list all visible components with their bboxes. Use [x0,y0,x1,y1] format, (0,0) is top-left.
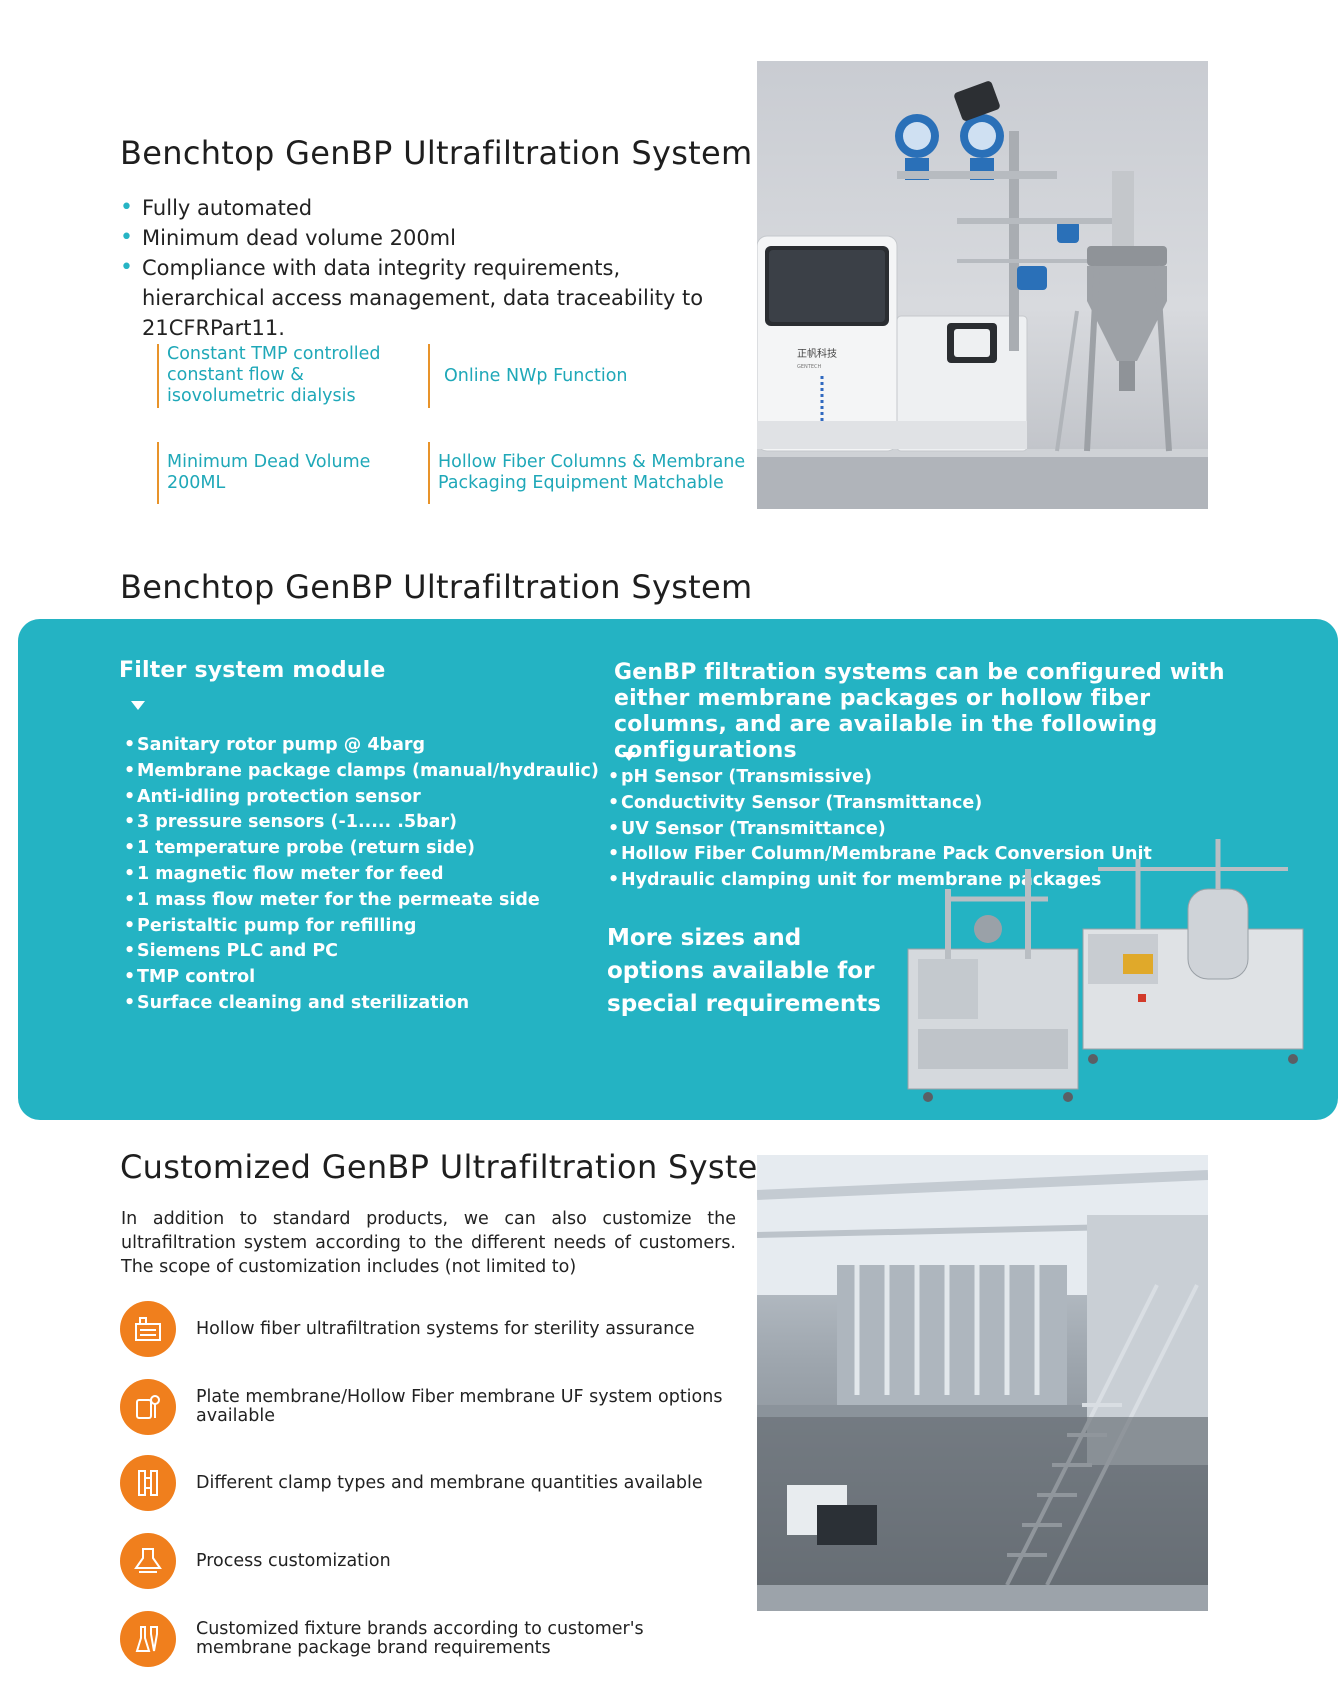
custom-item-text: Plate membrane/Hollow Fiber membrane UF … [196,1387,723,1426]
brand-sub-label: GENTECH [797,364,821,370]
down-arrow-icon [622,752,636,761]
bullet-item: Fully automated [120,193,740,223]
equipment-icon [120,1301,176,1357]
custom-item: Different clamp types and membrane quant… [120,1453,740,1513]
list-item: Hollow Fiber Column/Membrane Pack Conver… [608,842,1152,868]
facility-photo [757,1155,1208,1611]
process-icon [120,1533,176,1589]
list-item: Surface cleaning and sterilization [124,991,599,1017]
brand-label: 正帆科技 [797,347,837,360]
membrane-options-icon [120,1379,176,1435]
down-arrow-icon [131,701,145,710]
feature-hollow-fiber-matchable: Hollow Fiber Columns & Membrane Packagin… [428,442,758,504]
list-item: TMP control [124,965,599,991]
list-item: Peristaltic pump for refilling [124,914,599,940]
bullet-item: Minimum dead volume 200ml [120,223,740,253]
list-item: 1 mass flow meter for the permeate side [124,888,599,914]
list-item: Siemens PLC and PC [124,939,599,965]
filter-module-heading: Filter system module [119,658,386,683]
list-item: Hydraulic clamping unit for membrane pac… [608,868,1152,894]
configurations-heading: GenBP filtration systems can be configur… [614,660,1225,763]
custom-item-text: Customized fixture brands according to c… [196,1619,644,1658]
section2-title: Benchtop GenBP Ultrafiltration System [120,568,753,606]
benchtop-system-photo: 正帆科技 GENTECH [757,61,1208,509]
custom-item-text: Process customization [196,1550,391,1571]
custom-item-text: Hollow fiber ultrafiltration systems for… [196,1318,695,1339]
feature-min-dead-volume: Minimum Dead Volume 200ML [157,442,407,504]
customization-paragraph: In addition to standard products, we can… [121,1209,736,1277]
custom-item: Plate membrane/Hollow Fiber membrane UF … [120,1377,740,1437]
configurations-list: pH Sensor (Transmissive) Conductivity Se… [608,765,1152,894]
custom-item: Hollow fiber ultrafiltration systems for… [120,1299,740,1359]
feature-tmp-control: Constant TMP controlled constant flow & … [157,344,427,408]
list-item: pH Sensor (Transmissive) [608,765,1152,791]
benchtop-system-illustration: 正帆科技 GENTECH [757,81,1208,509]
production-skid-illustration [907,839,1304,1102]
module-panel: Filter system module Sanitary rotor pump… [18,619,1338,1120]
list-item: Anti-idling protection sensor [124,785,599,811]
fixture-icon [120,1611,176,1667]
list-item: UV Sensor (Transmittance) [608,817,1152,843]
bullet-item: Compliance with data integrity requireme… [120,253,740,343]
section3-title: Customized GenBP Ultrafiltration Systems [120,1148,807,1186]
list-item: Conductivity Sensor (Transmittance) [608,791,1152,817]
list-item: Sanitary rotor pump @ 4barg [124,733,599,759]
feature-online-nwp: Online NWp Function [428,344,678,408]
facility-illustration [757,1155,1208,1611]
list-item: 3 pressure sensors (-1..... .5bar) [124,810,599,836]
list-item: 1 magnetic flow meter for feed [124,862,599,888]
section1-bullet-list: Fully automated Minimum dead volume 200m… [120,193,740,343]
filter-module-list: Sanitary rotor pump @ 4barg Membrane pac… [124,733,599,1017]
clamp-icon [120,1455,176,1511]
custom-item: Customized fixture brands according to c… [120,1609,740,1669]
section1-title: Benchtop GenBP Ultrafiltration System [120,134,753,172]
list-item: 1 temperature probe (return side) [124,836,599,862]
custom-item-text: Different clamp types and membrane quant… [196,1472,703,1493]
list-item: Membrane package clamps (manual/hydrauli… [124,759,599,785]
custom-item: Process customization [120,1531,740,1591]
more-options-text: More sizes and options available for spe… [607,925,881,1017]
